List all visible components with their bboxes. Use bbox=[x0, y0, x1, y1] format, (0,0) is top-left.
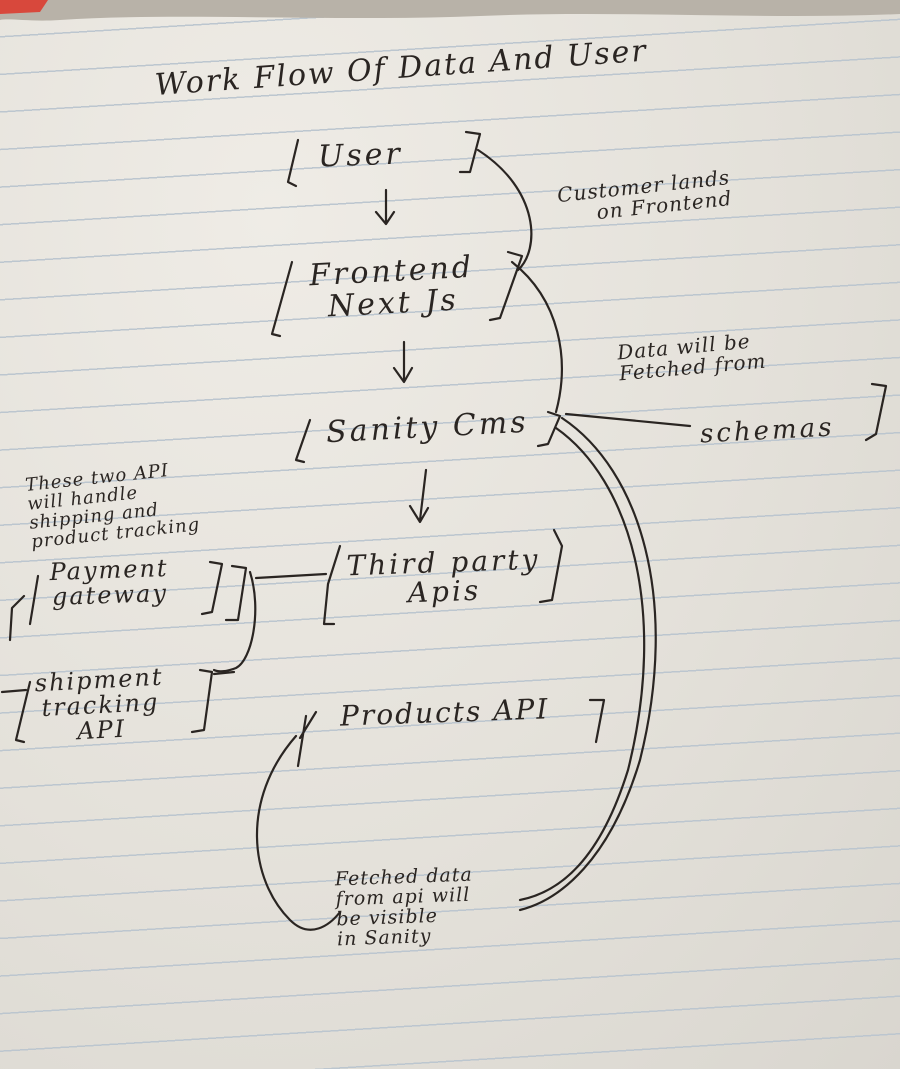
line-payment-third bbox=[254, 572, 328, 580]
line-schemas-sanity bbox=[564, 412, 692, 428]
node-products-api: Products API bbox=[339, 692, 550, 733]
torn-paper-edge bbox=[0, 0, 900, 21]
bracket-user-left bbox=[286, 138, 300, 188]
bracket-frontend-left bbox=[270, 260, 294, 338]
node-frontend-label-2: Next Js bbox=[326, 282, 460, 324]
arrow-user-frontend bbox=[374, 188, 396, 226]
node-third-party-apis: Third party Apis bbox=[346, 543, 542, 611]
arrow-sanity-third bbox=[408, 468, 430, 524]
curve-frontend-sanity bbox=[510, 260, 563, 414]
bracket-products-right bbox=[588, 698, 606, 744]
node-frontend: Frontend Next Js bbox=[308, 250, 476, 324]
bracket-payment-right bbox=[200, 560, 224, 616]
bracket-sanity-left bbox=[294, 418, 312, 464]
bracket-payment-left bbox=[28, 574, 40, 626]
bracket-shipment-left bbox=[14, 680, 32, 744]
bracket-third-right bbox=[538, 528, 564, 604]
brace-payment-shipment bbox=[212, 570, 257, 673]
arrow-frontend-sanity bbox=[392, 340, 414, 384]
bracket-products-left bbox=[296, 710, 318, 768]
curve-sanity-note-outer bbox=[518, 416, 657, 912]
note-visible-in-sanity: Fetched data from api will be visible in… bbox=[335, 864, 476, 951]
curve-sanity-note-inner bbox=[518, 426, 646, 902]
bracket-user-right bbox=[458, 130, 482, 174]
dash-shipment-left bbox=[0, 688, 28, 694]
node-products-label: Products API bbox=[339, 692, 550, 733]
bracket-third-left bbox=[322, 544, 342, 626]
bracket-frontend-right bbox=[488, 250, 524, 322]
bracket-payment-left-outer bbox=[8, 594, 26, 642]
curve-products-note bbox=[255, 734, 342, 931]
bracket-sanity-right bbox=[536, 410, 562, 448]
node-payment-gateway: Payment gateway bbox=[49, 554, 170, 612]
curve-user-frontend bbox=[476, 148, 533, 272]
dash-shipment-right bbox=[212, 670, 236, 676]
bracket-shipment-right bbox=[190, 668, 214, 734]
bracket-schemas-right bbox=[864, 382, 888, 442]
node-shipment-tracking: shipment tracking API bbox=[34, 663, 167, 747]
node-user: User bbox=[317, 136, 404, 175]
node-user-label: User bbox=[317, 136, 404, 175]
node-payment-label-2: gateway bbox=[51, 579, 169, 612]
bracket-payment-right-2 bbox=[224, 564, 248, 622]
